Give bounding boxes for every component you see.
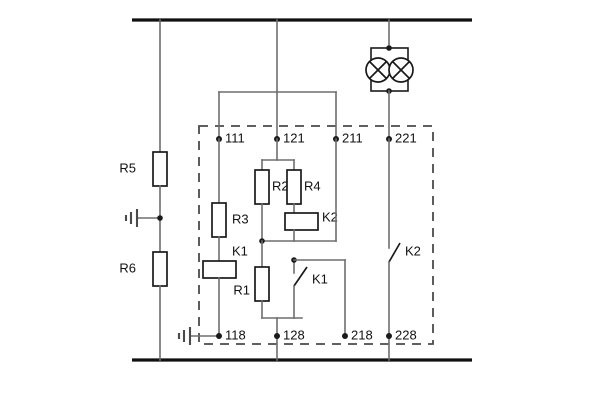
terminal-228-node[interactable]	[386, 333, 392, 339]
coil-K1-label: K1	[232, 243, 248, 258]
resistor-R4-body	[286, 169, 302, 205]
coil-K2-body	[284, 212, 319, 231]
resistor-R2-label: R2	[272, 178, 289, 193]
K2-contact-blade[interactable]	[388, 242, 401, 263]
junction-lamp-top	[386, 45, 392, 51]
terminal-118-node[interactable]	[216, 333, 222, 339]
terminal-221-label: 221	[395, 130, 417, 145]
terminal-128-label: 128	[283, 327, 305, 342]
K2-contact-label: K2	[405, 243, 421, 258]
terminal-121-label: 121	[283, 130, 305, 145]
terminal-128-node[interactable]	[274, 333, 280, 339]
resistor-R4-label: R4	[304, 178, 321, 193]
terminal-218-node[interactable]	[342, 333, 348, 339]
resistor-R1-body	[254, 266, 270, 302]
lamp1-cross-b	[368, 60, 388, 80]
terminal-118-label: 118	[225, 327, 246, 342]
resistor-R6-body	[152, 251, 168, 287]
resistor-R3-label: R3	[232, 211, 249, 226]
K1-contact-label: K1	[312, 271, 328, 286]
dashed-enclosure-box	[198, 125, 434, 345]
junction-left-rail-ground	[157, 215, 163, 221]
coil-K1-body	[202, 260, 237, 279]
resistor-R5-label: R5	[119, 160, 136, 175]
terminal-111-label: 111	[225, 130, 245, 145]
terminal-211-label: 211	[342, 130, 363, 145]
resistor-R6-label: R6	[119, 260, 136, 275]
coil-K2-label: K2	[322, 209, 338, 224]
terminal-218-label: 218	[351, 327, 373, 342]
K1-contact-blade[interactable]	[293, 266, 308, 287]
resistor-R3-body	[211, 202, 227, 238]
lamp2-cross-b	[391, 60, 411, 80]
resistor-R2-body	[254, 169, 270, 205]
terminal-228-label: 228	[395, 327, 417, 342]
resistor-R5-body	[152, 151, 168, 187]
resistor-R1-label: R1	[233, 282, 250, 297]
